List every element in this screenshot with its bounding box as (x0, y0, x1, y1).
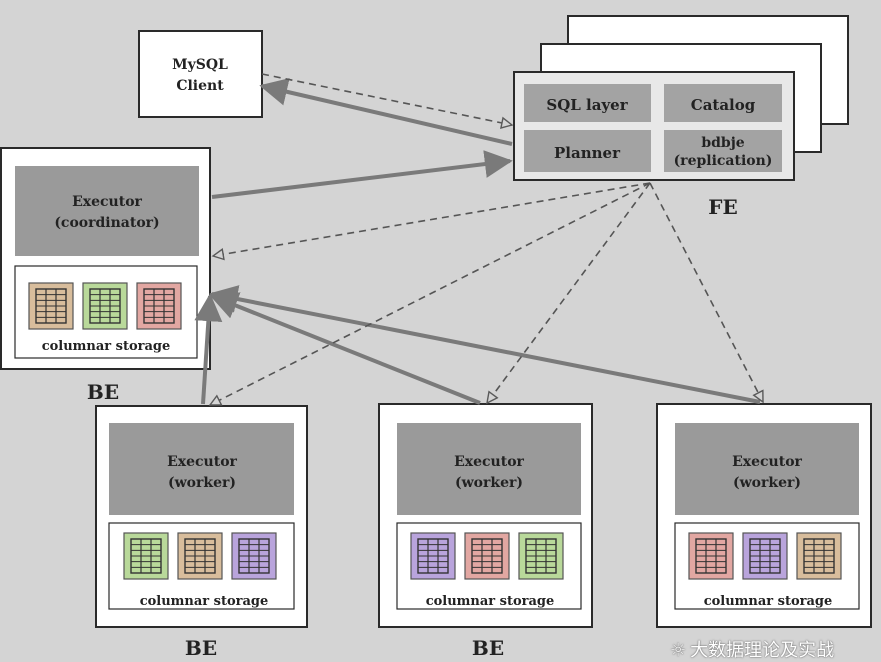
table-icon-green (123, 532, 169, 580)
worker1-executor-label: Executor (167, 454, 237, 470)
fe-replication-label: (replication) (674, 153, 773, 169)
fe-sql-layer-label: SQL layer (546, 96, 628, 114)
worker2-storage-label: columnar storage (426, 594, 555, 609)
mysql-label: MySQL (172, 57, 228, 73)
fe-title: FE (708, 195, 737, 219)
worker2-executor-label: Executor (454, 454, 524, 470)
coordinator-to-fe-arrow (211, 150, 513, 199)
fe-to-worker3-dashed-arrow (649, 182, 763, 402)
watermark-text: 大数据理论及实战 (690, 640, 835, 661)
worker1-to-coordinator-arrow (194, 293, 223, 405)
fe-to-coordinator-dashed-arrow (213, 182, 651, 256)
worker1-storage-grids (123, 532, 277, 580)
wechat-icon: ☼ (670, 640, 687, 661)
worker3-storage-grids (688, 532, 842, 580)
worker3-executor-label: Executor (732, 454, 802, 470)
table-icon-red (688, 532, 734, 580)
worker3-storage-label: columnar storage (704, 594, 833, 609)
table-icon-red (136, 282, 182, 330)
table-icon-purple (410, 532, 456, 580)
worker2-executor (397, 423, 581, 515)
fe-to-worker2-dashed-arrow (487, 182, 651, 403)
worker1-executor (109, 423, 294, 515)
coordinator-storage-grids (28, 282, 182, 330)
coordinator-be-label: BE (87, 380, 119, 404)
table-icon-tan (796, 532, 842, 580)
fe-sql-layer-cell (524, 84, 651, 122)
worker3-to-coordinator-arrow (209, 285, 761, 404)
worker2-storage-grids (410, 532, 564, 580)
table-icon-purple (231, 532, 277, 580)
coordinator-executor (15, 166, 199, 256)
worker2-executor-role: (worker) (455, 475, 523, 491)
fe-planner-cell (524, 130, 651, 172)
fe-to-worker1-dashed-arrow (210, 182, 651, 406)
coordinator-executor-label: Executor (72, 194, 142, 210)
fe-planner-label: Planner (554, 144, 621, 162)
mysql-to-fe-dashed-arrow (261, 73, 512, 125)
worker2-be-label: BE (472, 636, 504, 659)
table-icon-purple (742, 532, 788, 580)
worker3-executor-role: (worker) (733, 475, 801, 491)
watermark: ☼大数据理论及实战 (670, 636, 834, 662)
table-icon-green (82, 282, 128, 330)
fe-bdbje-cell (664, 130, 782, 172)
fe-to-mysql-arrow (259, 78, 513, 146)
worker1-storage-label: columnar storage (140, 594, 269, 609)
table-icon-green (518, 532, 564, 580)
fe-catalog-cell (664, 84, 782, 122)
fe-catalog-label: Catalog (691, 96, 756, 114)
worker1-executor-role: (worker) (168, 475, 236, 491)
coordinator-storage-label: columnar storage (42, 339, 171, 354)
client-label: Client (176, 78, 224, 94)
worker3-executor (675, 423, 859, 515)
coordinator-executor-role: (coordinator) (54, 215, 159, 231)
worker1-be-label: BE (185, 636, 217, 659)
mysql-client-box (138, 30, 263, 118)
table-icon-tan (28, 282, 74, 330)
table-icon-red (464, 532, 510, 580)
worker2-to-coordinator-arrow (209, 292, 481, 405)
fe-bdbje-label: bdbje (701, 135, 744, 151)
table-icon-tan (177, 532, 223, 580)
